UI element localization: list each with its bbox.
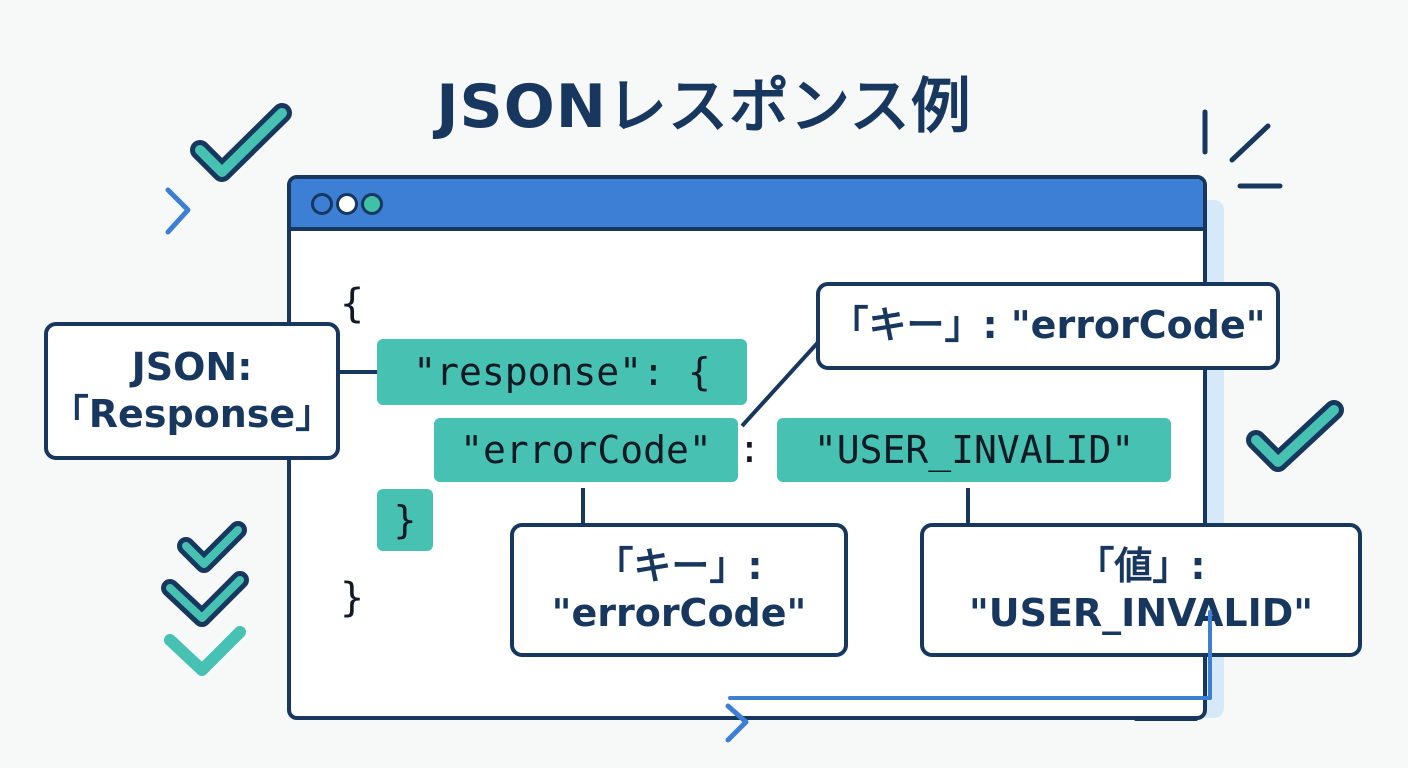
callout-key-top: 「キー」: "errorCode" <box>816 282 1280 370</box>
window-dot-white <box>336 193 358 215</box>
chevron-right-icon <box>725 703 749 743</box>
sparkle-line <box>1229 123 1271 163</box>
code-open-brace: { <box>340 281 365 327</box>
check-icon-fill <box>166 576 244 622</box>
page-title: JSONレスポンス例 <box>436 72 972 142</box>
callout-value: 「値」: "USER_INVALID" <box>920 523 1362 657</box>
code-error-value: "USER_INVALID" <box>777 418 1171 482</box>
code-outer-close: } <box>340 575 365 621</box>
window-titlebar <box>291 179 1203 231</box>
callout-json-response: JSON: 「Response」 <box>44 322 340 460</box>
check-icon-fill <box>182 526 242 568</box>
callout-json-response-line2: 「Response」 <box>50 392 334 436</box>
code-error-key: "errorCode" <box>434 418 738 482</box>
callout-key-bottom-line1: 「キー」: <box>595 543 763 588</box>
check-icon-fill <box>195 108 287 177</box>
callout-value-line2: "USER_INVALID" <box>968 591 1314 635</box>
chevron-right-icon <box>165 187 191 235</box>
callout-key-top-text: 「キー」: "errorCode" <box>830 303 1266 348</box>
code-inner-close: } <box>377 489 433 551</box>
connector-line <box>740 336 824 428</box>
check-icon <box>164 626 246 676</box>
code-response-key: "response": { <box>377 339 747 405</box>
code-colon: : <box>738 427 761 471</box>
callout-value-line1: 「値」: <box>1076 543 1206 588</box>
callout-json-response-line1: JSON: <box>131 344 253 389</box>
window-dot-teal <box>361 193 383 215</box>
callout-key-bottom: 「キー」: "errorCode" <box>510 523 848 657</box>
callout-key-bottom-line2: "errorCode" <box>551 591 807 635</box>
window-dot-blue <box>311 193 333 215</box>
check-icon-fill <box>1251 405 1339 467</box>
